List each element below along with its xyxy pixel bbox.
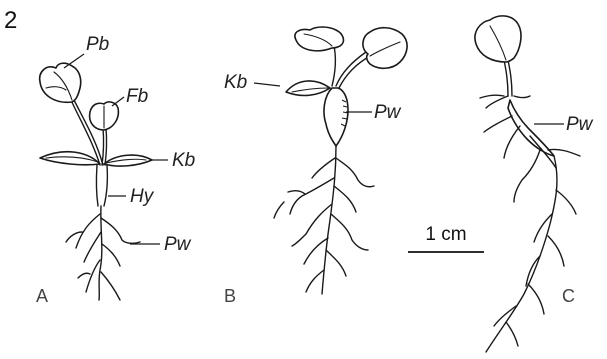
label-fb-a: Fb xyxy=(126,86,148,107)
primary-leaf-c xyxy=(474,15,522,63)
cotyledon-left-a xyxy=(39,150,101,166)
primary-leaf-a xyxy=(38,62,82,104)
label-pw-c: Pw xyxy=(566,114,594,135)
panel-label-c: C xyxy=(562,286,575,306)
scale-bar-label: 1 cm xyxy=(425,224,466,245)
hypocotyl-b xyxy=(323,87,349,147)
scale-bar: 1 cm xyxy=(408,224,484,253)
primary-leaf-left-b xyxy=(294,26,345,52)
panel-label-a: A xyxy=(36,286,48,306)
label-pw-a: Pw xyxy=(164,234,192,255)
hypocotyl-c xyxy=(507,99,555,157)
label-kb-a: Kb xyxy=(172,150,195,171)
cotyledon-b xyxy=(285,80,331,97)
label-pb-a: Pb xyxy=(86,34,109,55)
seedling-b xyxy=(273,26,408,295)
seedling-c xyxy=(474,15,581,353)
cotyledon-right-a xyxy=(103,154,153,167)
label-hy-a: Hy xyxy=(130,186,155,207)
seedling-a xyxy=(38,62,153,301)
panel-label-b: B xyxy=(224,286,236,306)
label-pw-b: Pw xyxy=(374,102,402,123)
figure-number: 2 xyxy=(4,7,17,34)
label-kb-b: Kb xyxy=(224,72,247,93)
